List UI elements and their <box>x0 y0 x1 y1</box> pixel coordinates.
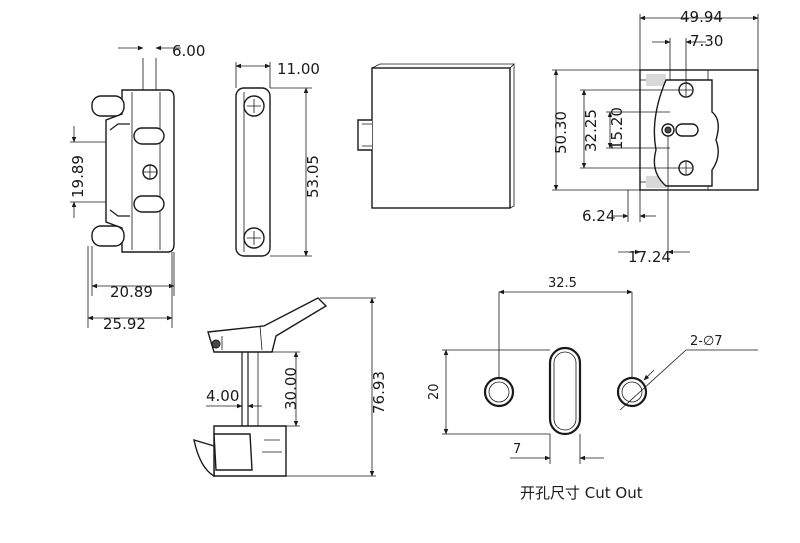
cutout-caption: 开孔尺寸 Cut Out <box>520 484 643 502</box>
dim-side-width-top: 6.00 <box>172 42 205 60</box>
housing-view <box>357 63 515 209</box>
housing-tab <box>357 119 372 151</box>
cutout-view: 32.5 20 7 2-∅7 开孔尺寸 Cut Out <box>427 276 758 502</box>
dim-end-offset-low2: 17.24 <box>628 248 671 266</box>
side-view-bottom-pin <box>91 225 125 247</box>
dim-side-width-inner: 20.89 <box>110 283 153 301</box>
dim-lever-stroke: 30.00 <box>282 367 300 410</box>
cutout-slot <box>548 346 582 436</box>
dim-cutout-spacing: 32.5 <box>548 276 577 291</box>
dim-lever-height: 76.93 <box>370 371 388 414</box>
dim-side-height-mid: 19.89 <box>69 155 87 198</box>
dim-end-offset-low: 6.24 <box>582 207 615 225</box>
end-view: 49.94 7.30 50.30 32.25 15.20 6.24 17.24 <box>552 8 759 266</box>
dim-cutout-hole-label: 2-∅7 <box>690 334 723 349</box>
front-view: 11.00 53.05 <box>235 60 322 257</box>
dim-side-width-outer: 25.92 <box>103 315 146 333</box>
lever-view: 4.00 30.00 76.93 <box>193 297 388 478</box>
dim-cutout-height: 20 <box>427 383 442 400</box>
dim-front-height: 53.05 <box>304 155 322 198</box>
dim-cutout-slot-width: 7 <box>513 442 521 457</box>
dim-end-height: 50.30 <box>552 111 570 154</box>
dim-end-width: 49.94 <box>680 8 723 26</box>
dim-end-slot: 15.20 <box>608 107 626 150</box>
lever-head <box>207 297 328 353</box>
dim-end-offset: 7.30 <box>690 32 723 50</box>
dim-end-hole-pitch: 32.25 <box>582 109 600 152</box>
side-view-top-pin <box>91 95 125 117</box>
dim-lever-pin: 4.00 <box>206 387 239 405</box>
housing-box <box>371 67 511 209</box>
front-view-body <box>235 87 271 257</box>
dim-front-width: 11.00 <box>277 60 320 78</box>
side-view: 6.00 19.89 20.89 25.92 <box>69 42 205 333</box>
